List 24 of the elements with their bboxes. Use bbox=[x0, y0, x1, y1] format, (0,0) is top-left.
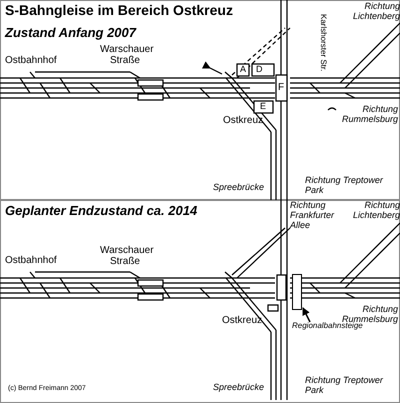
subtitle: Geplanter Endzustand ca. 2014 bbox=[5, 204, 198, 218]
direction-label: Richtung Treptower Park bbox=[305, 376, 384, 396]
platform-bar bbox=[292, 274, 302, 310]
direction-label: Richtung Rummelsburg bbox=[340, 105, 398, 125]
station-label: Ostkreuz bbox=[222, 315, 262, 326]
leader-arrow bbox=[302, 307, 311, 322]
platform-letter: A bbox=[240, 65, 246, 75]
platform-letter: E bbox=[260, 102, 266, 112]
station-label: Spreebrücke bbox=[213, 383, 264, 393]
subtitle: Zustand Anfang 2007 bbox=[5, 26, 136, 40]
direction-label: Richtung Rummelsburg bbox=[342, 305, 398, 324]
direction-label: Richtung Lichtenberg bbox=[352, 2, 400, 22]
direction-label: Richtung Frankfurter Allee bbox=[290, 201, 336, 231]
street-label: Karlshorster Str. bbox=[318, 14, 327, 72]
platform-label: Regionalbahnsteige bbox=[292, 322, 380, 332]
direction-label: Richtung Treptower Park bbox=[305, 176, 384, 196]
station-label: Spreebrücke bbox=[213, 183, 264, 193]
platform-letter: D bbox=[256, 65, 262, 75]
station-label: Ostkreuz bbox=[223, 115, 264, 126]
title: S-Bahngleise im Bereich Ostkreuz bbox=[5, 3, 233, 18]
station-label: Ostbahnhof bbox=[5, 55, 57, 66]
platform-letter: F bbox=[278, 82, 284, 93]
station-label: Ostbahnhof bbox=[5, 255, 57, 266]
direction-label: Richtung Lichtenberg bbox=[352, 201, 400, 221]
